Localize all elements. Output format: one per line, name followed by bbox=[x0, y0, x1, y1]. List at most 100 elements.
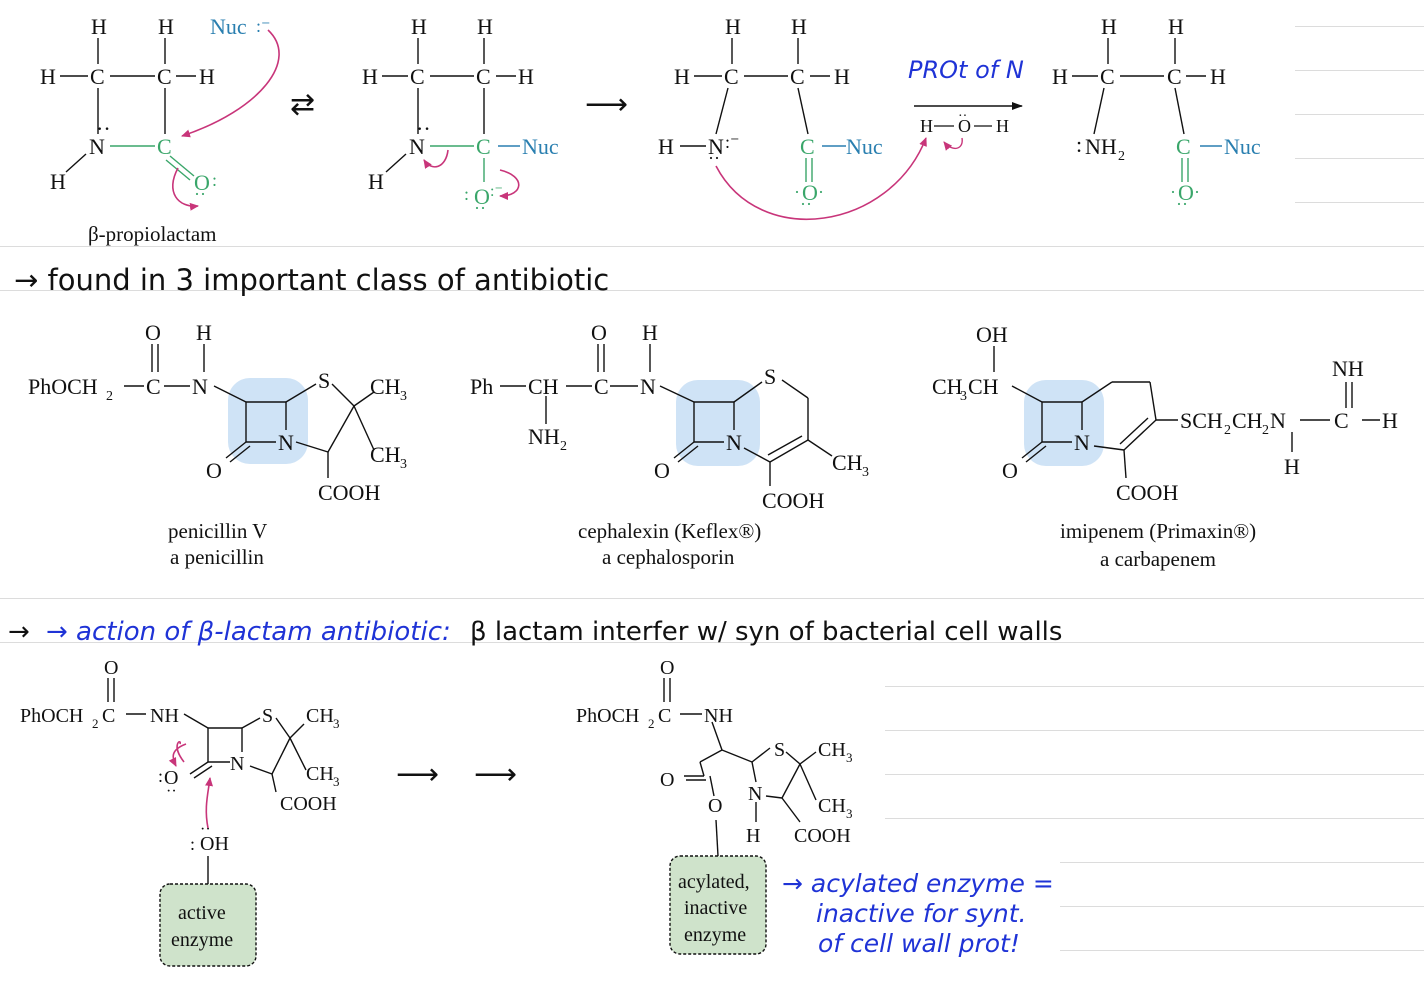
svg-text:CH: CH bbox=[818, 795, 846, 817]
ruled-line bbox=[0, 642, 1424, 643]
svg-text:COOH: COOH bbox=[762, 488, 824, 513]
svg-text:2: 2 bbox=[1224, 423, 1231, 438]
ruled-line bbox=[1060, 862, 1424, 863]
svg-text:O: O bbox=[1002, 458, 1018, 483]
enzyme-box bbox=[669, 855, 767, 955]
atom-h: H bbox=[158, 14, 174, 39]
atom-o: O bbox=[1178, 180, 1194, 205]
svg-text:O: O bbox=[958, 116, 971, 136]
svg-text:inactive for synt.: inactive for synt. bbox=[816, 899, 1026, 928]
ruled-line bbox=[1295, 26, 1424, 27]
svg-text:C: C bbox=[594, 374, 609, 399]
svg-text:2: 2 bbox=[1118, 149, 1125, 164]
atom-c: C bbox=[1167, 64, 1182, 89]
structure-propiolactam: H H H C C H N H ·· C O : ·· Nuc :⁻ β-pro… bbox=[40, 14, 280, 246]
svg-text:PhOCH: PhOCH bbox=[28, 374, 98, 399]
atom-h: H bbox=[477, 14, 493, 39]
handwritten-note: → action of β-lactam antibiotic: bbox=[46, 617, 451, 647]
atom-h: H bbox=[40, 64, 56, 89]
svg-text:··: ·· bbox=[800, 194, 812, 214]
nucleophile-label: Nuc bbox=[1224, 134, 1261, 159]
svg-text:enzyme: enzyme bbox=[684, 924, 746, 946]
svg-text:CH: CH bbox=[932, 374, 963, 399]
atom-h: H bbox=[1052, 64, 1068, 89]
equilibrium-arrow: ⇄ bbox=[290, 88, 315, 121]
structure-acylated-enzyme: O PhOCH 2 C NH S CH 3 CH 3 N H O O COOH … bbox=[576, 657, 853, 955]
compound-class: a carbapenem bbox=[1100, 547, 1216, 571]
svg-text:NH: NH bbox=[1332, 356, 1364, 381]
atom-c: C bbox=[1100, 64, 1115, 89]
svg-text:S: S bbox=[774, 739, 785, 761]
svg-text:·: · bbox=[1170, 182, 1176, 202]
compound-name: β-propiolactam bbox=[88, 222, 216, 246]
svg-text:C: C bbox=[658, 705, 671, 727]
svg-text:→ acylated enzyme =: → acylated enzyme = bbox=[782, 869, 1054, 898]
svg-text:PhOCH: PhOCH bbox=[576, 705, 639, 727]
atom-h: H bbox=[368, 169, 384, 194]
ruled-line bbox=[1295, 70, 1424, 71]
svg-text:COOH: COOH bbox=[280, 793, 337, 815]
svg-text:N: N bbox=[640, 374, 656, 399]
svg-text::: : bbox=[1076, 132, 1082, 157]
compound-class: a penicillin bbox=[170, 545, 264, 569]
svg-text:N: N bbox=[1074, 430, 1090, 455]
svg-text:N: N bbox=[230, 753, 244, 775]
reaction-arrow: ⟶ bbox=[585, 88, 628, 121]
svg-text:··: ·· bbox=[200, 821, 211, 838]
svg-text:acylated,: acylated, bbox=[678, 871, 750, 893]
nucleophile-label: Nuc bbox=[846, 134, 883, 159]
atom-o: O bbox=[194, 170, 210, 195]
svg-text:·: · bbox=[794, 182, 800, 202]
svg-text:PhOCH: PhOCH bbox=[20, 705, 83, 727]
svg-text:OH: OH bbox=[200, 833, 229, 855]
structure-imipenem: OH CH 3 CH N O SCH 2 CH 2 N C H NH H COO… bbox=[932, 322, 1398, 571]
atom-c: C bbox=[724, 64, 739, 89]
svg-text:··: ·· bbox=[416, 116, 431, 141]
svg-text:2: 2 bbox=[1262, 423, 1269, 438]
svg-text:·: · bbox=[1194, 182, 1200, 202]
handwritten-note-acylated: → acylated enzyme = inactive for synt. o… bbox=[782, 869, 1054, 958]
svg-text:3: 3 bbox=[333, 716, 340, 731]
svg-text:3: 3 bbox=[333, 774, 340, 789]
svg-text:NH: NH bbox=[704, 705, 733, 727]
svg-text:CH: CH bbox=[832, 450, 863, 475]
svg-text:2: 2 bbox=[92, 716, 99, 731]
atom-h: H bbox=[674, 64, 690, 89]
svg-text:Ph: Ph bbox=[470, 374, 493, 399]
svg-text:CH: CH bbox=[818, 739, 846, 761]
ruled-line bbox=[1295, 202, 1424, 203]
ruled-line bbox=[885, 730, 1424, 731]
handwritten-note: PROt of N bbox=[908, 56, 1024, 84]
atom-o: O bbox=[802, 180, 818, 205]
svg-text::: : bbox=[190, 834, 195, 854]
svg-text:CH: CH bbox=[370, 374, 401, 399]
structure-ring-opened-product: H H H C C H : NH 2 C Nuc O · · ·· bbox=[1052, 14, 1261, 214]
compound-class: a cephalosporin bbox=[602, 545, 735, 569]
svg-text:H: H bbox=[642, 320, 658, 345]
svg-text:H: H bbox=[746, 825, 760, 847]
atom-n: N bbox=[89, 134, 105, 159]
svg-text:NH: NH bbox=[150, 705, 179, 727]
atom-h: H bbox=[658, 134, 674, 159]
svg-text:enzyme: enzyme bbox=[171, 929, 233, 951]
svg-text:C: C bbox=[146, 374, 161, 399]
atom-n: N bbox=[708, 134, 724, 159]
svg-text:COOH: COOH bbox=[318, 480, 380, 505]
compound-name: imipenem (Primaxin®) bbox=[1060, 519, 1256, 543]
atom-h: H bbox=[1168, 14, 1184, 39]
svg-text:CH: CH bbox=[968, 374, 999, 399]
svg-text:C: C bbox=[1334, 408, 1349, 433]
svg-text:3: 3 bbox=[400, 389, 407, 404]
atom-c: C bbox=[90, 64, 105, 89]
svg-text:O: O bbox=[164, 767, 178, 789]
structure-penicillin-v: O H PhOCH 2 C N S CH 3 CH 3 N O COOH pen… bbox=[28, 320, 407, 569]
ruled-line bbox=[1295, 114, 1424, 115]
svg-text:··: ·· bbox=[1176, 194, 1188, 214]
svg-text:2: 2 bbox=[560, 439, 567, 454]
svg-text:3: 3 bbox=[846, 750, 853, 765]
svg-text:O: O bbox=[660, 769, 674, 791]
reaction-arrow: ⟶ bbox=[396, 758, 439, 791]
reagent-water: H O ·· H bbox=[920, 109, 1009, 151]
atom-c: C bbox=[1176, 134, 1191, 159]
